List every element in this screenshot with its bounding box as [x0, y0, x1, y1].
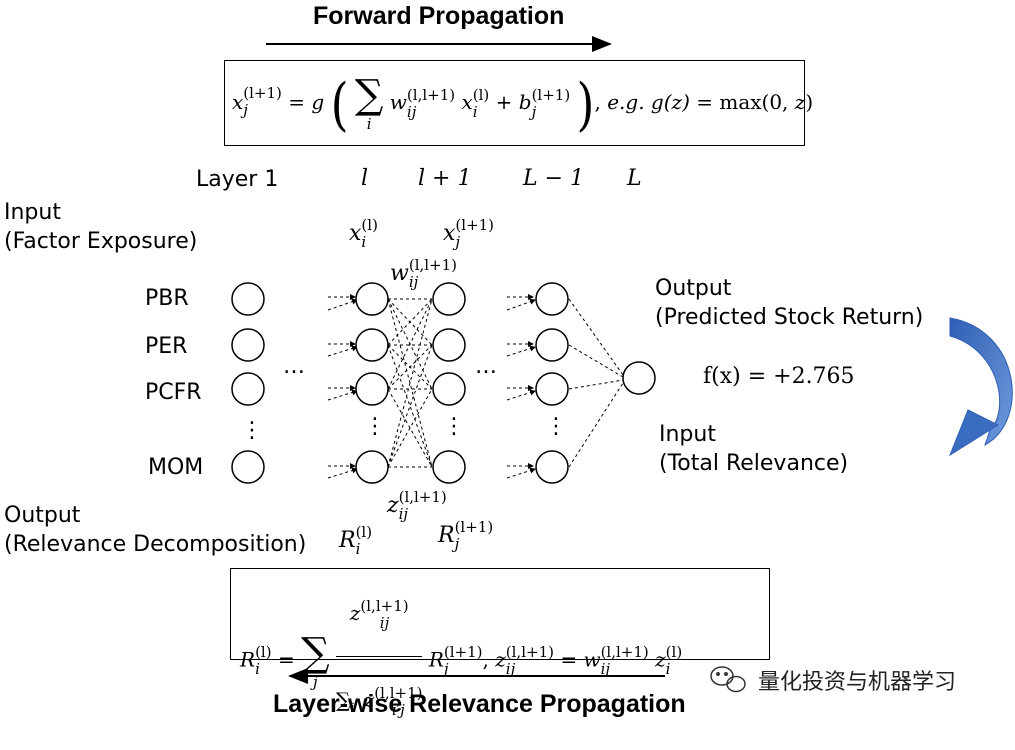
neuron-L1-2 — [535, 328, 569, 362]
feature-label-pbr: PBR — [145, 286, 189, 311]
neuron-L1-1 — [535, 282, 569, 316]
layer-l-plus-1-label: l + 1 — [418, 166, 472, 191]
layer-1-label: Layer 1 — [196, 167, 279, 192]
forward-formula-box — [224, 60, 805, 146]
input-title: Input — [4, 200, 61, 225]
neuron-input-pbr — [231, 282, 265, 316]
neuron-l1-2 — [432, 328, 466, 362]
vellipsis-l1: ⋮ — [443, 414, 465, 439]
layer-L-label: L — [627, 166, 642, 191]
w-ij-annotation: w(l,l+1)ij — [390, 256, 458, 291]
lrp-title: Layer-wise Relevance Propagation — [273, 690, 686, 718]
layer-l-label: l — [361, 166, 369, 191]
vellipsis-l: ⋮ — [364, 414, 386, 439]
neuron-output — [622, 361, 656, 395]
neuron-l1-4 — [432, 450, 466, 484]
layer-L-minus-1-label: L − 1 — [523, 166, 585, 191]
forward-propagation-title: Forward Propagation — [313, 2, 565, 30]
watermark-text: 量化投资与机器学习 — [758, 670, 957, 695]
neuron-input-mom — [231, 450, 265, 484]
right-input-subtitle: (Total Relevance) — [659, 451, 849, 476]
r-j-annotation: R(l+1)j — [438, 518, 494, 553]
vellipsis-L1: ⋮ — [545, 414, 567, 439]
neuron-input-per — [231, 328, 265, 362]
neuron-L1-3 — [535, 372, 569, 406]
network-diagram — [231, 36, 1013, 693]
z-ij-annotation: z(l,l+1)ij — [387, 488, 447, 523]
x-i-l-annotation: x(l)i — [349, 216, 378, 251]
neuron-l-4 — [355, 450, 389, 484]
neuron-l-1 — [355, 282, 389, 316]
neuron-input-pcfr — [231, 372, 265, 406]
feature-label-per: PER — [145, 334, 188, 359]
right-output-subtitle: (Predicted Stock Return) — [655, 305, 924, 330]
prediction-value: f(x) = +2.765 — [703, 364, 855, 389]
lrp-formula-box — [230, 568, 770, 660]
vellipsis-input: ⋮ — [241, 418, 263, 443]
feature-label-pcfr: PCFR — [145, 380, 202, 405]
hellipsis-1: … — [283, 354, 305, 379]
input-subtitle: (Factor Exposure) — [4, 229, 198, 254]
hellipsis-2: … — [475, 354, 497, 379]
curved-arrow-icon — [948, 317, 1013, 457]
output-subtitle: (Relevance Decomposition) — [4, 532, 307, 557]
x-j-l1-annotation: x(l+1)j — [443, 216, 495, 251]
output-title: Output — [4, 503, 81, 528]
neuron-l-2 — [355, 328, 389, 362]
wechat-icon — [710, 666, 746, 693]
r-i-annotation: R(l)i — [339, 523, 373, 558]
right-input-title: Input — [659, 422, 716, 447]
neuron-l1-3 — [432, 372, 466, 406]
neuron-L1-4 — [535, 450, 569, 484]
neuron-l-3 — [355, 372, 389, 406]
forward-formula: x(l+1)j = g ( ∑i w(l,l+1)ij x(l)i + b(l+… — [232, 69, 814, 138]
feature-label-mom: MOM — [148, 455, 204, 480]
neuron-l1-1 — [432, 282, 466, 316]
right-output-title: Output — [655, 276, 732, 301]
